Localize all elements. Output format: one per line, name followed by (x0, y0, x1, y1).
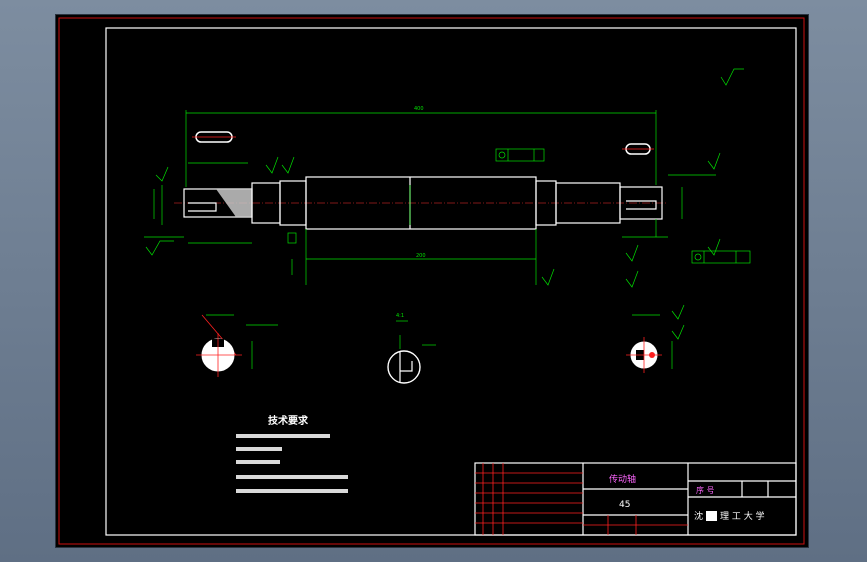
inner-border (105, 27, 797, 536)
cad-drawing-canvas[interactable]: 400 200 (56, 15, 808, 547)
overall-length-label: 400 (414, 106, 424, 112)
section-view-left (196, 314, 278, 377)
left-keyway (188, 202, 217, 212)
drawing-frame: 400 200 (56, 15, 808, 547)
school-logo-block (706, 511, 717, 521)
school-name-prefix: 沈 (694, 510, 703, 522)
school-name: 理 工 大 学 (720, 510, 765, 522)
center-length-label: 200 (416, 253, 426, 259)
title-block-grid (475, 463, 688, 535)
sequence-label: 序 号 (696, 485, 715, 495)
title-block: 传动轴 45 序 号 沈 理 工 大 学 (474, 462, 797, 536)
left-hatch-area (216, 189, 252, 217)
dimensions: 400 200 (144, 106, 751, 288)
outer-border (58, 17, 805, 545)
section-view-center: 4:1 (387, 313, 436, 384)
right-keyway (626, 200, 657, 210)
roughness-symbol-global (720, 68, 744, 86)
section-view-right (626, 304, 685, 373)
scale-label: 4:1 (396, 313, 404, 319)
part-name: 传动轴 (609, 473, 636, 485)
material-label: 45 (619, 500, 630, 510)
tolerance-frame-top (495, 148, 545, 162)
shaft-main-view (174, 176, 668, 230)
tech-requirements-title: 技术要求 (268, 414, 309, 427)
tolerance-frame-bottom (691, 250, 751, 264)
right-shaft-end (619, 186, 663, 220)
technical-requirements: 技术要求 (236, 414, 348, 493)
